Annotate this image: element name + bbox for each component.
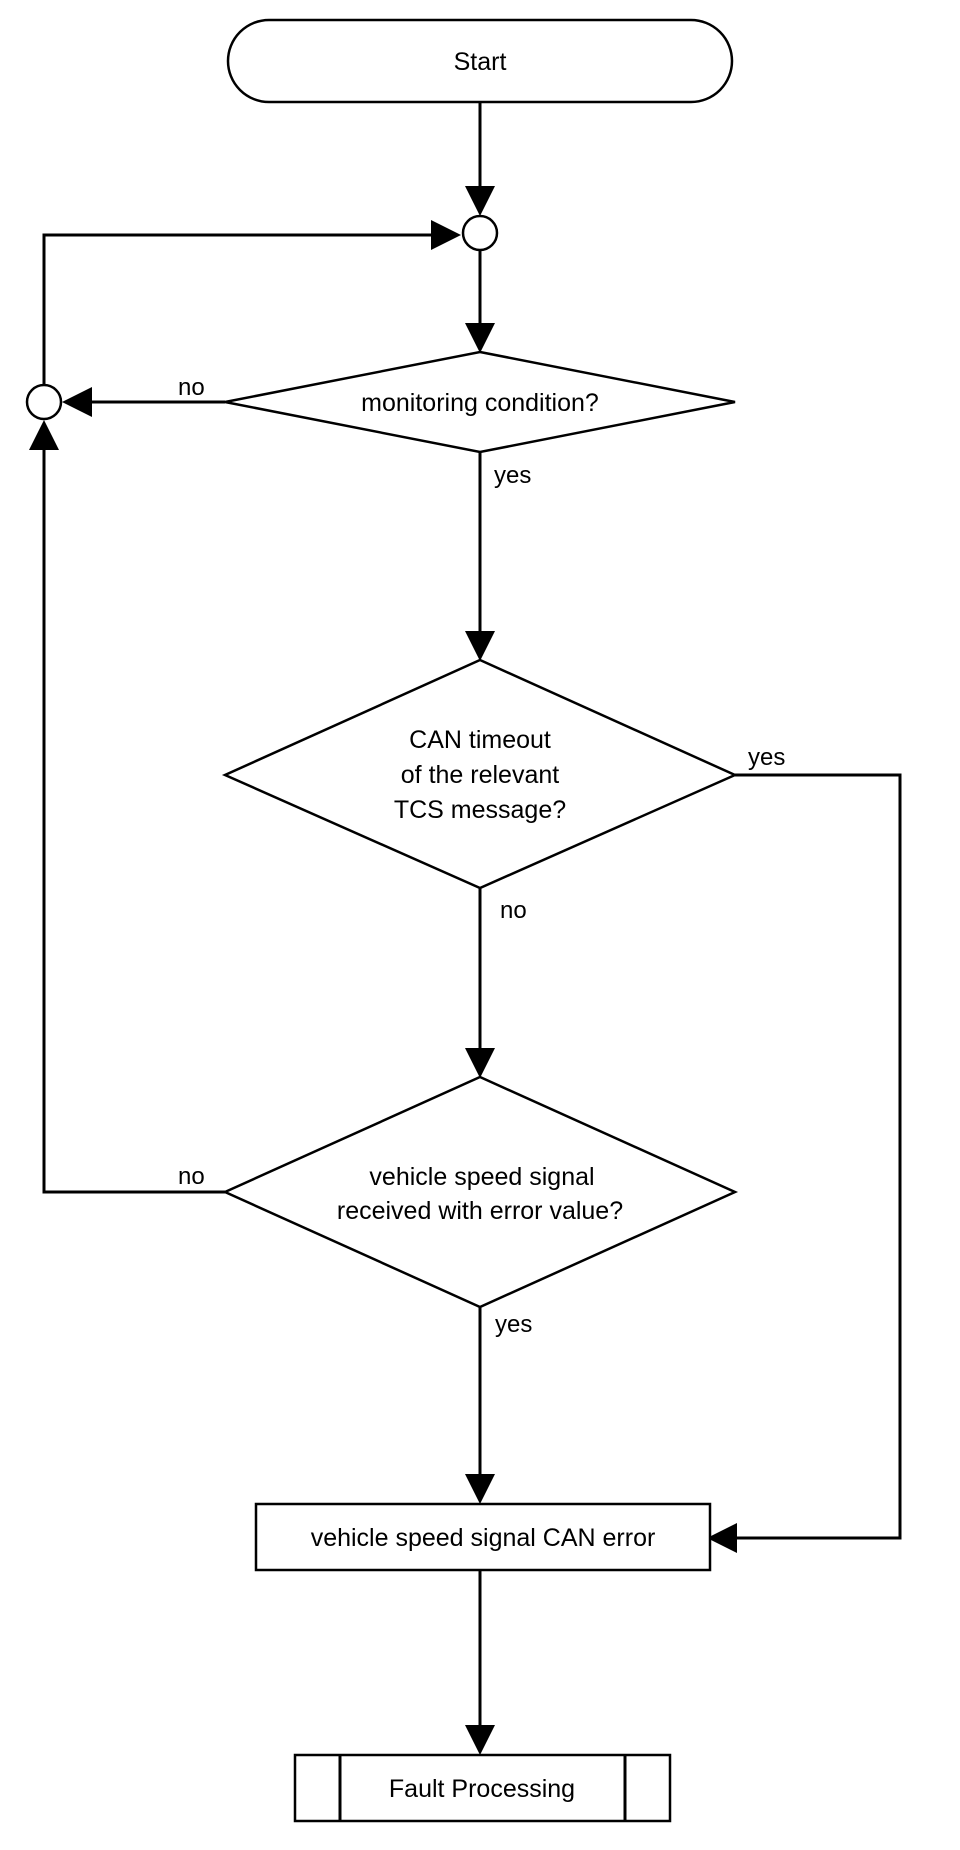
fault-processing-label: Fault Processing xyxy=(389,1775,575,1803)
speed-error-line-1: vehicle speed signal xyxy=(369,1163,594,1191)
speed-no-label: no xyxy=(178,1163,205,1190)
monitoring-condition-label: monitoring condition? xyxy=(361,389,599,417)
monitoring-no-label: no xyxy=(178,374,205,401)
can-timeout-line-3: TCS message? xyxy=(394,796,566,824)
timeout-no-label: no xyxy=(500,897,527,924)
edge-timeout-yes xyxy=(707,773,902,1553)
monitoring-yes-label: yes xyxy=(494,462,531,489)
can-timeout-decision: CAN timeout of the relevant TCS message? xyxy=(221,658,739,890)
speed-error-value-decision: vehicle speed signal received with error… xyxy=(221,1075,739,1309)
can-error-label: vehicle speed signal CAN error xyxy=(311,1524,656,1552)
left-loop-connector xyxy=(25,383,63,421)
edge-speed-no xyxy=(29,420,225,1194)
can-timeout-line-2: of the relevant xyxy=(401,761,559,789)
speed-error-line-2: received with error value? xyxy=(337,1197,623,1225)
can-timeout-line-1: CAN timeout xyxy=(409,726,551,754)
start-node: Start xyxy=(226,18,734,104)
timeout-yes-label: yes xyxy=(748,744,785,771)
edge-loop-back-to-top xyxy=(42,220,461,385)
monitoring-condition-decision: monitoring condition? xyxy=(224,350,736,454)
speed-yes-label: yes xyxy=(495,1311,532,1338)
fault-processing-subroutine: Fault Processing xyxy=(293,1753,672,1823)
start-label: Start xyxy=(454,48,507,76)
top-merge-connector xyxy=(461,214,499,252)
can-error-process: vehicle speed signal CAN error xyxy=(254,1502,712,1572)
